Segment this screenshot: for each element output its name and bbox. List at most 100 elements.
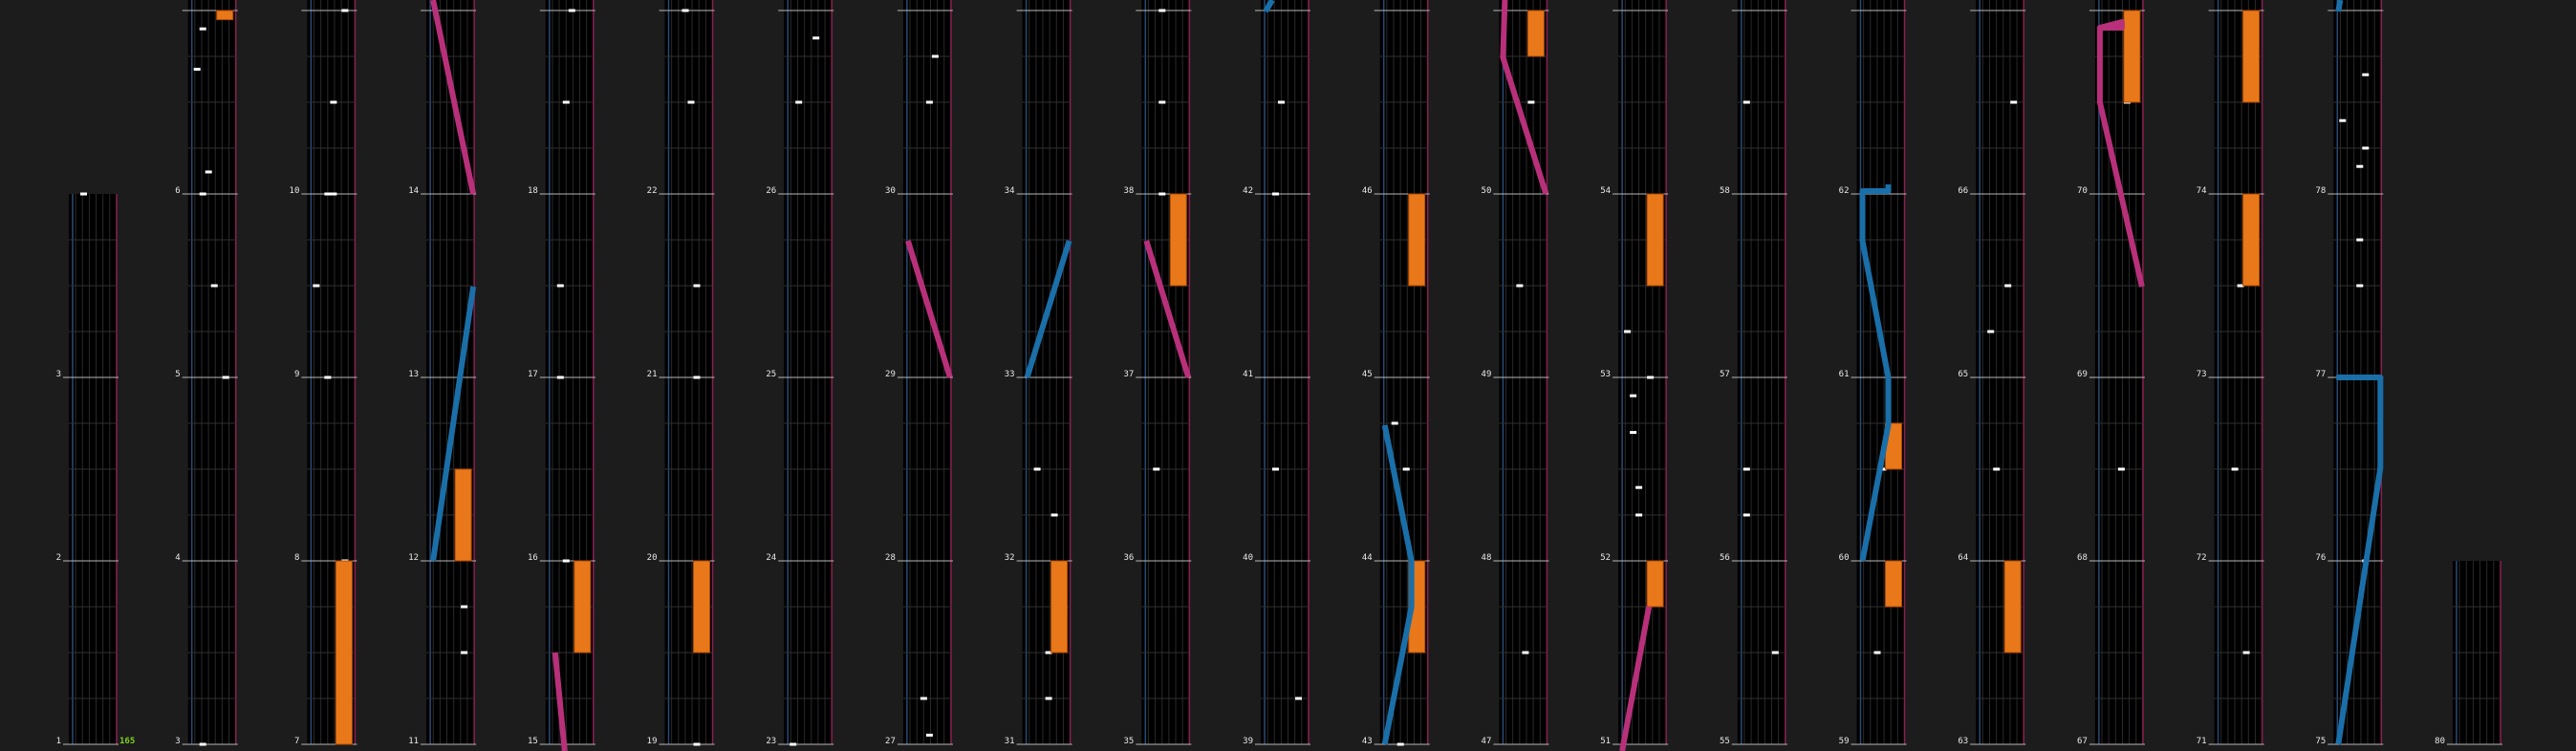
measure-number: 24 [766, 553, 776, 563]
note [1391, 421, 1398, 425]
hold-note [216, 10, 234, 21]
note [1045, 651, 1052, 654]
note [330, 100, 337, 104]
measure-number: 21 [647, 370, 658, 379]
hold-note [574, 560, 592, 654]
measure-number: 5 [175, 370, 180, 379]
measure-number: 20 [647, 553, 658, 563]
lane-background [2214, 0, 2262, 744]
measure-number: 74 [2197, 186, 2207, 196]
note [1522, 651, 1529, 654]
measure-number: 60 [1839, 553, 1850, 563]
hold-note [1885, 560, 1902, 608]
note [1158, 9, 1166, 12]
scratch-line [1619, 606, 1653, 751]
lane-background [784, 0, 833, 744]
scratch-line [430, 0, 477, 195]
note [2231, 467, 2239, 471]
note [193, 67, 201, 71]
hold-note [2242, 193, 2261, 287]
measure-number: 41 [1243, 370, 1253, 379]
note [925, 100, 933, 104]
note [1153, 467, 1160, 471]
measure-number: 67 [2077, 737, 2088, 746]
lane-background [187, 0, 236, 744]
measure-number: 62 [1839, 186, 1850, 196]
measure-number: 9 [294, 370, 299, 379]
column [2094, 0, 2144, 744]
measure-number: 31 [1005, 737, 1015, 746]
note [80, 192, 87, 196]
note [210, 284, 218, 288]
measure-number: 4 [175, 553, 180, 563]
scratch-line [552, 652, 568, 751]
scratch-line [1024, 240, 1072, 378]
note [2339, 118, 2347, 122]
measure-number: 76 [2315, 553, 2326, 563]
hold-note [454, 468, 472, 562]
measure-number: 28 [885, 553, 896, 563]
measure-number: 26 [766, 186, 776, 196]
note [205, 170, 212, 174]
measure-number: 1 [56, 737, 61, 746]
measure-number: 61 [1839, 370, 1850, 379]
note [199, 27, 206, 31]
measure-number: 54 [1600, 186, 1611, 196]
measure-number: 58 [1720, 186, 1730, 196]
measure-number: 49 [1482, 370, 1492, 379]
note [2362, 146, 2370, 150]
measure-number: 34 [1005, 186, 1015, 196]
note [1987, 330, 1995, 333]
note [925, 733, 933, 737]
note [1045, 697, 1052, 700]
note [1635, 513, 1643, 517]
hold-note [1526, 10, 1545, 57]
measure-number: 59 [1839, 737, 1850, 746]
measure-number: 29 [885, 370, 896, 379]
measure-number: 48 [1482, 553, 1492, 563]
measure-number: 71 [2197, 737, 2207, 746]
bpm-marker: 165 [119, 737, 135, 746]
measure-number: 77 [2315, 370, 2326, 379]
note [562, 100, 570, 104]
measure-number: 37 [1123, 370, 1134, 379]
measure-number: 46 [1362, 186, 1373, 196]
note [1743, 467, 1750, 471]
note [2004, 284, 2012, 288]
column [1737, 0, 1786, 744]
note [461, 605, 468, 609]
scratch-line [905, 240, 953, 378]
measure-number: 22 [647, 186, 658, 196]
note [1272, 467, 1279, 471]
measure-number: 66 [1958, 186, 1968, 196]
measure-number: 55 [1720, 737, 1730, 746]
hold-note [1169, 193, 1187, 287]
lane-background [1141, 0, 1190, 744]
measure-number: 3 [56, 370, 61, 379]
note [693, 284, 701, 288]
measure-number: 56 [1720, 553, 1730, 563]
column [1261, 0, 1310, 744]
measure-number: 51 [1600, 737, 1611, 746]
measure-number: 13 [408, 370, 419, 379]
measure-number: 16 [528, 553, 538, 563]
measure-number: 65 [1958, 370, 1968, 379]
scratch-line [1263, 0, 1275, 13]
measure-number: 23 [766, 737, 776, 746]
note [1647, 376, 1655, 379]
note [341, 9, 349, 12]
note [1743, 513, 1750, 517]
note [1158, 100, 1166, 104]
measure-number: 57 [1720, 370, 1730, 379]
measure-number: 35 [1123, 737, 1134, 746]
scratch-line [1500, 0, 1549, 195]
measure-number: 10 [290, 186, 300, 196]
hold-note [2003, 560, 2022, 654]
note [1402, 467, 1410, 471]
measure-number: 80 [2435, 737, 2445, 746]
note [687, 100, 695, 104]
note [1516, 284, 1524, 288]
column [1618, 0, 1667, 744]
measure-number: 30 [885, 186, 896, 196]
